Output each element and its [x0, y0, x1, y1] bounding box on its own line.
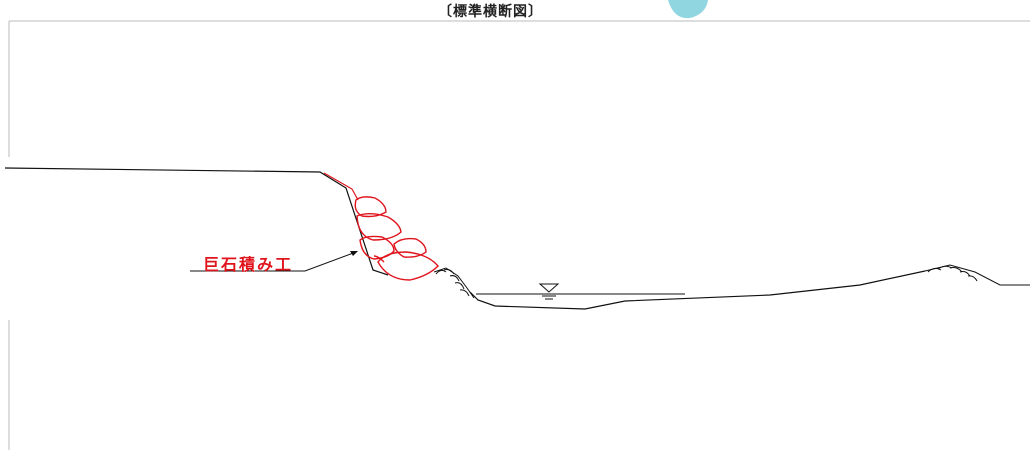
boulder-slope-outline	[323, 172, 359, 201]
decorative-blob	[668, 0, 708, 19]
channel-bed-profile	[469, 270, 926, 310]
callout-arrowhead	[350, 251, 358, 256]
water-level-triangle-icon	[538, 283, 560, 300]
boulder-5	[377, 251, 439, 281]
boulder-group	[354, 196, 439, 281]
boulder-masonry-label: 巨石積み工	[203, 255, 294, 274]
riprap-right	[924, 264, 1030, 286]
ground-profile-left	[4, 167, 389, 276]
figure-title: 〔標準横断図〕	[438, 4, 543, 20]
boulder-3	[359, 235, 395, 260]
riprap-left	[433, 267, 475, 299]
boulder-1	[354, 196, 387, 218]
boulder-6	[373, 255, 385, 263]
callout-leader-line	[190, 251, 357, 272]
boulder-2	[356, 213, 402, 241]
boulder-4	[393, 237, 427, 258]
